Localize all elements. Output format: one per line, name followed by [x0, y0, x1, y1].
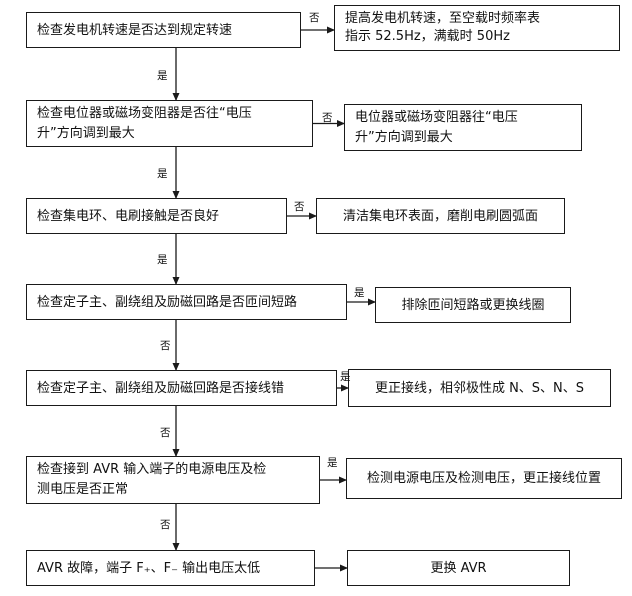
- check-box-avr-input-voltage: 检查接到 AVR 输入端子的电源电压及检 测电压是否正常: [26, 456, 320, 504]
- branch-label-1: 否: [309, 12, 320, 24]
- action-box-correct-wiring: 更正接线，相邻极性成 N、S、N、S: [348, 369, 611, 407]
- action-box-replace-avr: 更换 AVR: [347, 550, 570, 586]
- check-box-wiring-error: 检查定子主、副绕组及励磁回路是否接线错: [26, 370, 337, 406]
- next-label-4: 否: [160, 340, 171, 352]
- action-box-check-voltage: 检测电源电压及检测电压，更正接线位置: [346, 458, 622, 499]
- next-label-3: 是: [157, 254, 168, 266]
- action-box-raise-speed: 提高发电机转速，至空载时频率表 指示 52.5Hz，满载时 50Hz: [334, 5, 620, 51]
- next-label-6: 否: [160, 519, 171, 531]
- action-box-clean-slip-ring: 清洁集电环表面，磨削电刷圆弧面: [316, 198, 565, 234]
- check-box-rotation-speed: 检查发电机转速是否达到规定转速: [26, 12, 301, 48]
- branch-label-5: 是: [340, 371, 351, 383]
- action-box-adjust-potentiometer: 电位器或磁场变阻器往“电压 升”方向调到最大: [344, 104, 582, 151]
- check-box-potentiometer: 检查电位器或磁场变阻器是否往“电压 升”方向调到最大: [26, 100, 313, 147]
- branch-label-4: 是: [354, 287, 365, 299]
- conclusion-box-avr-fault: AVR 故障，端子 F₊、F₋ 输出电压太低: [26, 550, 315, 586]
- next-label-1: 是: [157, 70, 168, 82]
- branch-label-6: 是: [327, 457, 338, 469]
- check-box-inter-turn-short: 检查定子主、副绕组及励磁回路是否匝间短路: [26, 284, 347, 320]
- check-box-slip-ring: 检查集电环、电刷接触是否良好: [26, 198, 287, 234]
- next-label-5: 否: [160, 427, 171, 439]
- next-label-2: 是: [157, 168, 168, 180]
- branch-label-2: 否: [322, 112, 333, 124]
- branch-label-3: 否: [294, 201, 305, 213]
- action-box-fix-short-circuit: 排除匝间短路或更换线圈: [375, 287, 571, 323]
